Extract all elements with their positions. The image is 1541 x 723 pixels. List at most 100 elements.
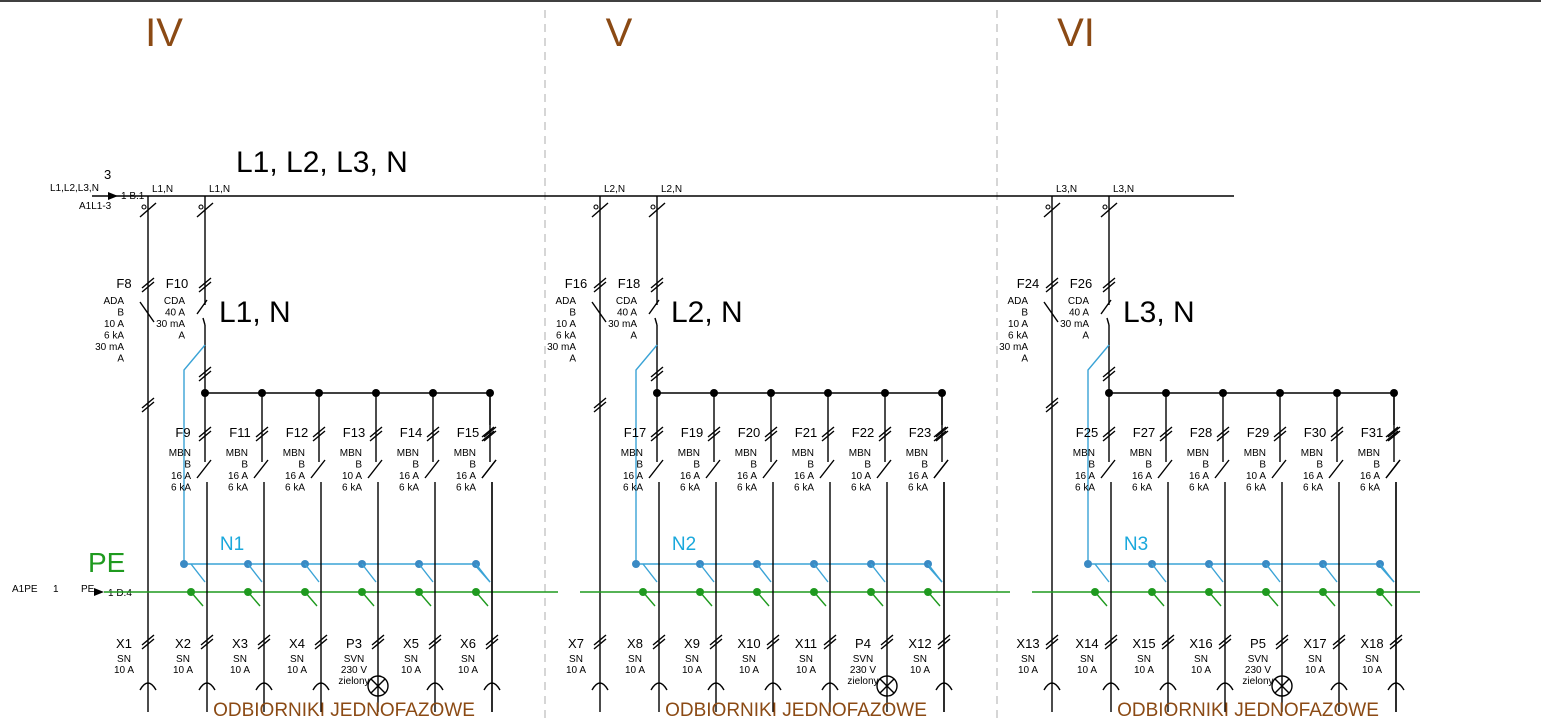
breaker-spec: 6 kA [908,483,928,494]
break-mark [198,430,212,442]
contact-arm [139,202,157,218]
socket-icon [591,682,609,691]
breaker-spec: MBN [1358,448,1380,459]
output-spec: SN [176,654,190,665]
breaker-spec: B [921,460,928,471]
pe-tag: PE [81,584,95,595]
break-mark [1045,277,1059,289]
neutral-tap [699,563,715,583]
break-mark [1102,430,1116,442]
break-mark [823,634,837,646]
break-mark [821,426,835,438]
break-mark [1102,426,1116,438]
breaker-arm [1214,459,1230,479]
breaker-spec: 16 A [794,471,814,482]
lamp-cross [1274,678,1290,694]
tap-label: L3,N [1113,184,1134,195]
device-spec: 30 mA [999,342,1028,353]
break-mark [937,638,951,650]
break-mark [1275,634,1289,646]
socket-icon [1043,682,1061,691]
switch-arm [1106,317,1110,326]
breaker-id: F29 [1247,425,1269,440]
breaker-arm [1100,459,1116,479]
output-spec: 10 A [401,665,421,676]
break-mark [821,430,835,442]
device-spec: 30 mA [547,342,576,353]
break-mark [1332,638,1346,650]
output-id: P4 [855,636,871,651]
neutral-tap [927,563,943,583]
breaker-spec: 16 A [228,471,248,482]
breaker-spec: 10 A [342,471,362,482]
break-mark [257,638,271,650]
device-id: F10 [166,276,188,291]
output-spec: SN [1021,654,1035,665]
contact-circle [1045,204,1051,210]
break-mark [1104,638,1118,650]
pe-tap [756,591,770,607]
break-mark [593,638,607,650]
break-mark [255,426,269,438]
output-spec: SVN [1248,654,1269,665]
socket-icon [935,682,953,691]
breaker-id: F20 [738,425,760,440]
output-id: X11 [795,636,817,651]
phase-label: L2, N [671,296,743,329]
device-spec: 30 mA [1060,319,1089,330]
neutral-tap [756,563,772,583]
break-mark [764,430,778,442]
contact-arm [1100,202,1118,218]
breaker-id: F31 [1361,425,1383,440]
output-id: X2 [175,636,191,651]
break-mark [1275,638,1289,650]
breaker-spec: 6 kA [623,483,643,494]
break-mark [1102,277,1116,289]
output-spec: 10 A [458,665,478,676]
neutral-junction [180,560,188,568]
device-spec: A [630,331,637,342]
break-mark [878,426,892,438]
device-id: F8 [116,276,131,291]
neutral-tap [304,563,320,583]
breaker-id: F22 [852,425,874,440]
breaker-spec: 16 A [456,471,476,482]
break-mark [1389,638,1403,650]
device-spec: 30 mA [608,319,637,330]
output-spec: 10 A [739,665,759,676]
breaker-arm [648,459,664,479]
break-mark [650,277,664,289]
contact-arm [196,202,214,218]
section-title-vi: VI [1057,11,1095,55]
pe-tap [361,591,375,607]
neutral-wire [1087,344,1110,564]
tap-label: L1,N [209,184,230,195]
contact-arm [1043,202,1061,218]
device-spec: ADA [103,296,124,307]
breaker-arm [1157,459,1173,479]
switch-arm [591,301,607,323]
device-spec: B [117,308,124,319]
breaker-spec: 6 kA [1246,483,1266,494]
break-mark [369,426,383,438]
output-spec: 10 A [910,665,930,676]
breaker-spec: B [298,460,305,471]
break-mark [483,426,497,438]
break-mark [650,426,664,438]
break-mark [481,426,495,438]
break-mark [650,430,664,442]
break-mark [1385,430,1399,442]
neutral-tap [475,563,491,583]
break-mark [1102,370,1116,382]
device-spec: 10 A [104,319,124,330]
footer-label: ODBIORNIKI JEDNOFAZOWE [1117,700,1379,721]
break-mark [937,634,951,646]
output-spec: 10 A [566,665,586,676]
breaker-arm [196,459,212,479]
phase-label: L3, N [1123,296,1195,329]
break-mark [650,370,664,382]
output-id: X12 [908,636,931,651]
switch-arm [654,317,658,326]
breaker-spec: 6 kA [285,483,305,494]
breaker-arm [762,459,778,479]
